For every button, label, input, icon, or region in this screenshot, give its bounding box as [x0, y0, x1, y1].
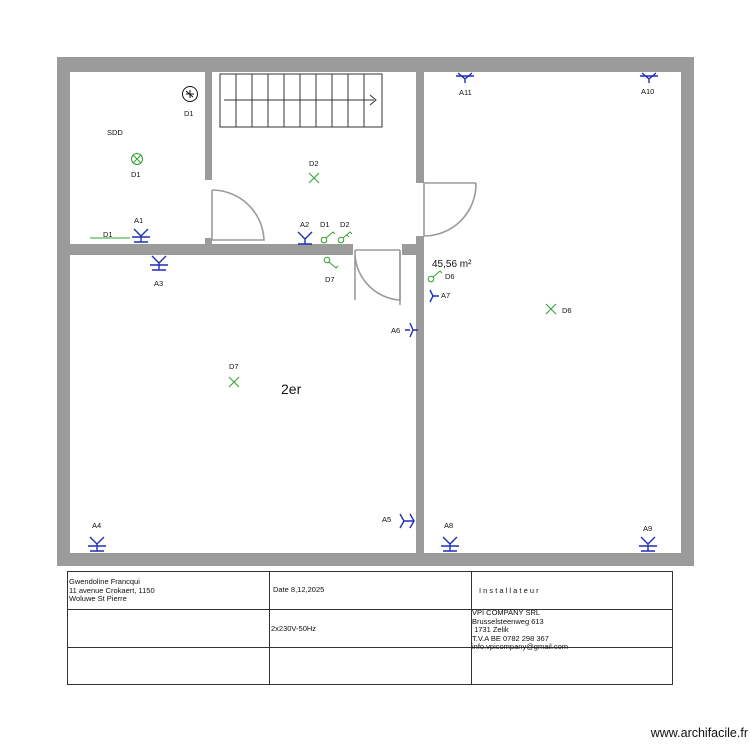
ceiling-light-icon — [131, 153, 143, 165]
label-d6-switch: D6 — [445, 272, 455, 281]
installer-company: VPI COMPANY SRL Brusselsteenweg 613 1731… — [472, 608, 568, 651]
wall-hall-right-mid — [416, 236, 424, 250]
wall-horizontal-left — [70, 244, 353, 255]
socket-icon — [429, 289, 439, 303]
label-d1-line: D1 — [103, 230, 113, 239]
label-d6-room: D6 — [562, 306, 572, 315]
door-sdd — [211, 189, 265, 241]
socket-icon — [399, 513, 415, 529]
ceiling-light-icon — [308, 172, 320, 184]
outer-wall-top — [57, 57, 694, 72]
socket-icon — [441, 536, 459, 552]
watermark: www.archifacile.fr — [650, 726, 748, 740]
ceiling-light-icon — [228, 376, 240, 388]
lights — [90, 153, 557, 388]
socket-icon — [150, 255, 168, 271]
label-a6: A6 — [391, 326, 400, 335]
outer-wall-right — [681, 57, 694, 566]
wall-right-room — [416, 255, 424, 553]
outer-wall-left — [57, 57, 70, 566]
switch-icon — [323, 256, 339, 269]
plan-date: Date 8,12,2025 — [273, 585, 325, 594]
stairs — [219, 73, 383, 128]
wall-sdd-hall — [205, 72, 212, 180]
socket-icon — [405, 322, 418, 338]
installer-heading: I n s t a l l a t e u r — [479, 586, 539, 595]
room-name-sdd: SDD — [107, 128, 123, 137]
label-a5: A5 — [382, 515, 391, 524]
walls — [57, 57, 694, 566]
socket-icon — [88, 536, 106, 552]
door-room — [354, 249, 401, 301]
socket-icon — [639, 536, 657, 552]
wall-horizontal-right — [402, 244, 424, 255]
door-right — [423, 182, 477, 237]
socket-icon — [456, 72, 474, 83]
switch-icon — [427, 270, 443, 283]
title-block-grid — [67, 571, 673, 685]
label-a7: A7 — [441, 291, 450, 300]
wall-sdd-hall-low — [205, 238, 212, 249]
label-a1: A1 — [134, 216, 143, 225]
socket-icon — [640, 72, 658, 83]
ceiling-light-icon — [545, 303, 557, 315]
label-a3: A3 — [154, 279, 163, 288]
plan-labels: D1 SDD D1 D1 A1 A3 A2 D1 D2 D2 D7 D7 2er… — [92, 87, 654, 533]
label-d1-switch: D1 — [320, 220, 330, 229]
label-d2-switch: D2 — [340, 220, 350, 229]
label-d7-switch: D7 — [325, 275, 335, 284]
label-d2-hall: D2 — [309, 159, 319, 168]
label-d7-room: D7 — [229, 362, 239, 371]
room-name-main: 2er — [281, 381, 302, 397]
doors — [211, 182, 477, 305]
sockets — [88, 72, 658, 552]
power-supply: 2x230V-50Hz — [271, 624, 317, 633]
socket-icon — [297, 231, 313, 245]
label-d1-fan: D1 — [184, 109, 194, 118]
label-a4: A4 — [92, 521, 101, 530]
label-a9: A9 — [643, 524, 652, 533]
extractor-fan-icon — [182, 86, 198, 102]
client-address: Gwendoline Francqui 11 avenue Crokaert, … — [69, 577, 155, 603]
outer-wall-bottom — [57, 553, 694, 566]
wall-hall-right-top — [416, 72, 424, 183]
label-a8: A8 — [444, 521, 453, 530]
socket-icon — [132, 228, 150, 243]
room-area: 45,56 m² — [432, 259, 472, 270]
switch-icon — [320, 231, 353, 244]
label-a10: A10 — [641, 87, 654, 96]
label-d1-sdd: D1 — [131, 170, 141, 179]
label-a11: A11 — [459, 88, 472, 97]
label-a2: A2 — [300, 220, 309, 229]
